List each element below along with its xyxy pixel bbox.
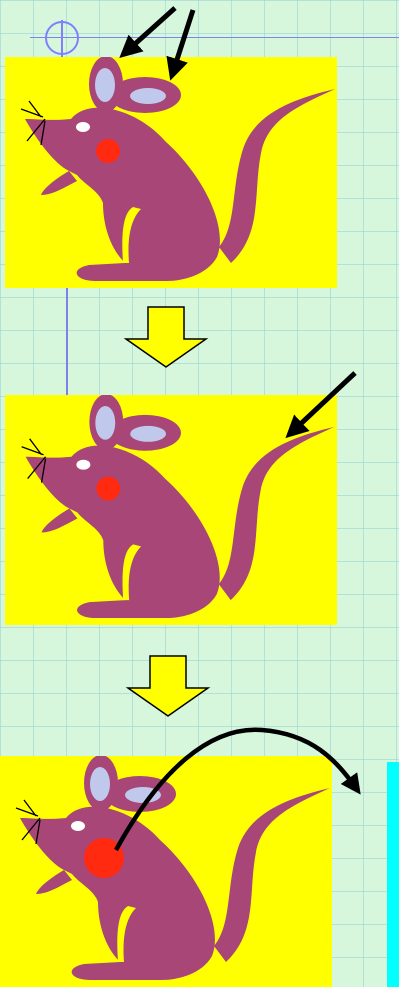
panel-ears [5,57,337,288]
guide-line-vertical [66,288,68,395]
cyan-side-bar [387,762,399,987]
panel-red-dot [0,756,332,987]
mouse-figure-1 [5,57,337,288]
red-dot-small [96,477,120,501]
crosshair-icon [40,14,88,62]
panel-tail [5,395,337,625]
mouse-figure-3 [0,756,332,987]
down-arrow-icon [122,305,210,369]
down-arrow-icon [124,654,212,718]
red-dot-small [96,139,120,163]
pointer-arrow-icon [126,8,175,52]
mouse-figure-2 [5,395,337,625]
red-dot-large [84,838,124,878]
